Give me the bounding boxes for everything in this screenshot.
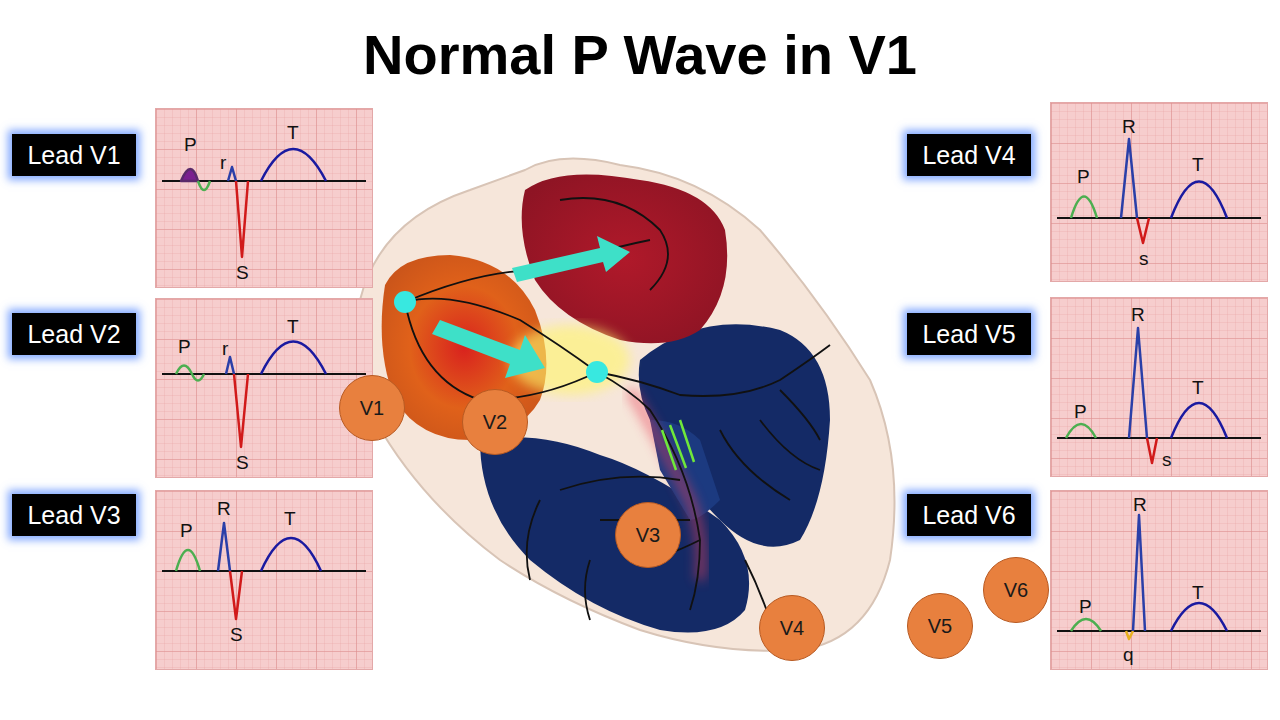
ecg-trace — [156, 491, 373, 670]
wave-label: T — [1192, 155, 1204, 174]
wave-label: q — [1123, 645, 1134, 664]
ecg-trace — [1051, 298, 1268, 477]
wave-label: P — [1079, 597, 1092, 616]
wave-label: S — [230, 625, 243, 644]
lead-name: Lead V5 — [922, 320, 1015, 349]
wave-label: T — [284, 509, 296, 528]
lead-name: Lead V3 — [27, 501, 120, 530]
wave-label: T — [287, 317, 299, 336]
wave-label: R — [1131, 305, 1145, 324]
electrode-label: V4 — [780, 617, 804, 640]
wave-label: s — [1139, 249, 1149, 268]
lead-name: Lead V6 — [922, 501, 1015, 530]
lead-label: Lead V3 — [12, 494, 136, 536]
ecg-panel: Pr T S — [155, 108, 373, 288]
wave-label: P — [178, 337, 191, 356]
lead-label: Lead V5 — [907, 313, 1031, 355]
electrode-label: V2 — [483, 411, 507, 434]
ecg-panel: R P Tq — [1050, 490, 1268, 670]
wave-label: P — [184, 135, 197, 154]
wave-label: R — [1122, 117, 1136, 136]
electrode-circle: V4 — [759, 595, 825, 661]
ecg-panel: P R T S — [155, 490, 373, 670]
lead-name: Lead V2 — [27, 320, 120, 349]
wave-label: S — [236, 453, 249, 472]
wave-label: T — [1192, 583, 1204, 602]
electrode-circle: V3 — [615, 502, 681, 568]
wave-label: S — [236, 263, 249, 282]
electrode-label: V6 — [1004, 579, 1028, 602]
page-title: Normal P Wave in V1 — [0, 22, 1280, 87]
wave-label: r — [222, 339, 228, 358]
ecg-trace — [156, 299, 373, 478]
wave-label: T — [1192, 378, 1204, 397]
wave-label: r — [220, 153, 226, 172]
ecg-panel: R T Ps — [1050, 297, 1268, 477]
wave-label: s — [1162, 450, 1172, 469]
electrode-label: V1 — [360, 397, 384, 420]
electrode-label: V5 — [928, 615, 952, 638]
lead-label: Lead V2 — [12, 313, 136, 355]
electrode-circle: V1 — [339, 375, 405, 441]
electrode-label: V3 — [636, 524, 660, 547]
electrode-circle: V6 — [983, 557, 1049, 623]
lead-label: Lead V4 — [907, 134, 1031, 176]
lead-label: Lead V6 — [907, 494, 1031, 536]
wave-label: P — [1077, 167, 1090, 186]
ecg-trace — [1051, 103, 1268, 282]
wave-label: P — [1074, 402, 1087, 421]
lead-name: Lead V4 — [922, 141, 1015, 170]
wave-label: T — [287, 123, 299, 142]
electrode-circle: V5 — [907, 593, 973, 659]
electrode-circle: V2 — [462, 389, 528, 455]
ecg-trace — [1051, 491, 1268, 670]
wave-label: R — [217, 499, 231, 518]
ecg-panel: R P Ts — [1050, 102, 1268, 282]
lead-name: Lead V1 — [27, 141, 120, 170]
lead-label: Lead V1 — [12, 134, 136, 176]
ecg-panel: Pr T S — [155, 298, 373, 478]
wave-label: R — [1133, 495, 1147, 514]
wave-label: P — [180, 521, 193, 540]
